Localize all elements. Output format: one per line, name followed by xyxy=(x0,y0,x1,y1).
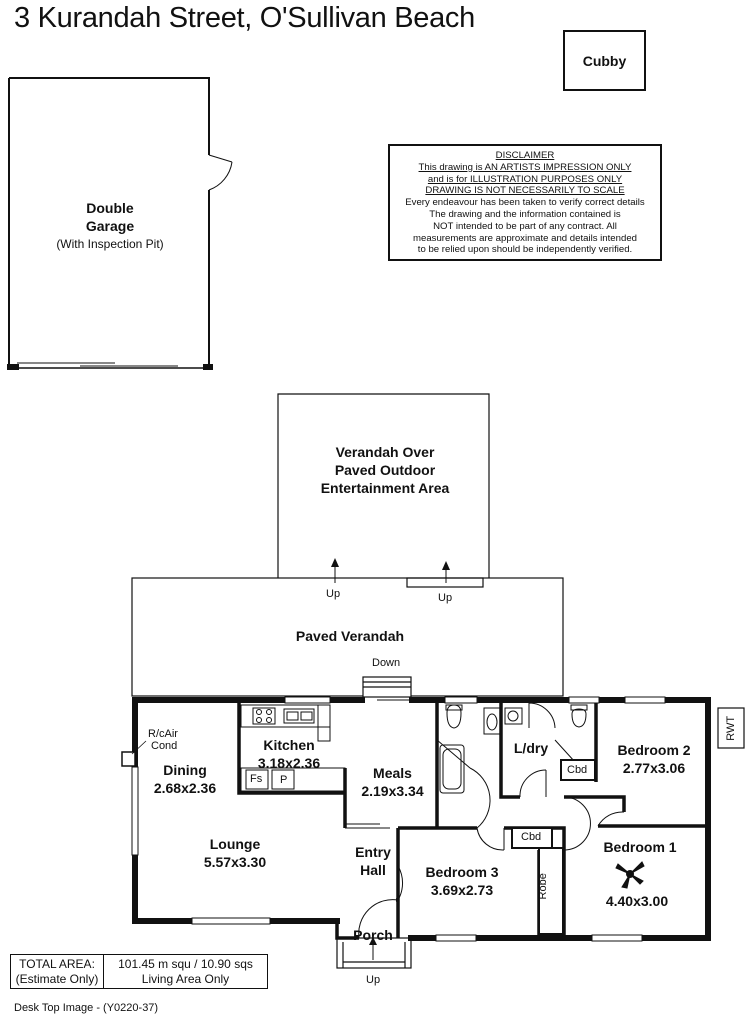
room-label-dining: Dining 2.68x2.36 xyxy=(140,761,230,797)
rcair-unit xyxy=(121,751,136,767)
room-label-bedroom2: Bedroom 2 2.77x3.06 xyxy=(604,741,704,777)
p-label: P xyxy=(280,774,288,786)
rcair-label: R/cAir Cond xyxy=(148,728,178,752)
room-label-kitchen: Kitchen 3.18x2.36 xyxy=(244,736,334,772)
room-label-ldry: L/dry xyxy=(503,739,559,757)
robe-label: Robe xyxy=(536,873,549,900)
page-title: 3 Kurandah Street, O'Sullivan Beach xyxy=(14,2,475,34)
dining-size: 2.68x2.36 xyxy=(153,780,217,796)
door-swings xyxy=(358,699,625,939)
garage-line1: Double xyxy=(86,200,134,216)
total-area-label1: TOTAL AREA: xyxy=(19,957,95,971)
total-area-value1: 101.45 m squ / 10.90 sqs xyxy=(118,957,253,971)
meals-name: Meals xyxy=(373,765,412,781)
entry-line1: Entry xyxy=(355,844,391,860)
rwt-label: RWT xyxy=(725,715,738,741)
total-area-value2: Living Area Only xyxy=(141,972,230,986)
meals-size: 2.19x3.34 xyxy=(361,783,424,799)
cubby-box: Cubby xyxy=(563,30,646,91)
room-label-bedroom1-size: 4.40x3.00 xyxy=(587,892,687,910)
up-arrows xyxy=(331,558,450,960)
disclaimer-line: This drawing is AN ARTISTS IMPRESSION ON… xyxy=(418,161,632,173)
room-label-bedroom1: Bedroom 1 xyxy=(590,838,690,856)
disclaimer-line: DRAWING IS NOT NECESSARILY TO SCALE xyxy=(425,185,625,197)
room-label-entry-hall: Entry Hall xyxy=(348,843,398,879)
up-label: Up xyxy=(366,974,381,986)
dining-name: Dining xyxy=(163,762,207,778)
garage-line2: Garage xyxy=(85,218,135,234)
ceiling-fan xyxy=(615,861,645,889)
disclaimer-box: DISCLAIMER This drawing is AN ARTISTS IM… xyxy=(388,144,662,261)
bedroom2-name: Bedroom 2 xyxy=(617,742,691,758)
ldry-name: L/dry xyxy=(513,740,549,756)
bedroom1-name: Bedroom 1 xyxy=(603,839,677,855)
rwt-tank xyxy=(717,707,745,749)
disclaimer-line: to be relied upon should be independentl… xyxy=(417,244,633,256)
room-label-bedroom3: Bedroom 3 3.69x2.73 xyxy=(412,863,512,899)
outdoor-area-outline xyxy=(131,393,564,697)
garage-walls xyxy=(7,77,233,370)
up-label: Up xyxy=(438,592,453,604)
kitchen-fittings xyxy=(240,704,390,829)
entry-line2: Hall xyxy=(360,862,386,878)
bedroom3-size: 3.69x2.73 xyxy=(430,882,494,898)
room-label-porch: Porch xyxy=(344,926,402,944)
cupboards xyxy=(511,759,596,935)
verandah-over-line2: Paved Outdoor xyxy=(334,462,436,478)
windows xyxy=(131,696,666,942)
footer-text: Desk Top Image - (Y0220-37) xyxy=(14,1002,159,1014)
up-label: Up xyxy=(326,588,341,600)
kitchen-name: Kitchen xyxy=(263,737,315,753)
room-label-meals: Meals 2.19x3.34 xyxy=(350,764,435,800)
bedroom3-name: Bedroom 3 xyxy=(425,864,499,880)
cbd-label: Cbd xyxy=(521,831,542,843)
disclaimer-line: and is for ILLUSTRATION PURPOSES ONLY xyxy=(427,173,623,185)
disclaimer-line: NOT intended to be part of any contract.… xyxy=(433,220,617,232)
total-area-label2: (Estimate Only) xyxy=(15,972,99,986)
porch-outline xyxy=(336,937,412,969)
room-label-garage: Double Garage (With Inspection Pit) xyxy=(20,199,200,253)
paved-verandah-label: Paved Verandah xyxy=(295,628,405,644)
porch-name: Porch xyxy=(353,927,393,943)
garage-line3: (With Inspection Pit) xyxy=(56,237,164,251)
room-label-paved-verandah: Paved Verandah xyxy=(250,627,450,645)
bedroom1-size: 4.40x3.00 xyxy=(605,893,669,909)
rcair-line1: R/cAir xyxy=(148,728,178,740)
lounge-name: Lounge xyxy=(209,836,261,852)
down-label: Down xyxy=(372,657,401,669)
total-area-value: 101.45 m squ / 10.90 sqs Living Area Onl… xyxy=(104,955,267,988)
fs-label: Fs xyxy=(250,773,263,785)
total-area-box: TOTAL AREA: (Estimate Only) 101.45 m squ… xyxy=(10,954,268,989)
bedroom2-size: 2.77x3.06 xyxy=(622,760,686,776)
rcair-line2: Cond xyxy=(151,740,178,752)
verandah-over-line1: Verandah Over xyxy=(335,444,435,460)
kitchen-size: 3.18x2.36 xyxy=(257,755,321,771)
verandah-over-line3: Entertainment Area xyxy=(320,480,450,496)
bathroom-fittings xyxy=(439,704,588,794)
disclaimer-line: The drawing and the information containe… xyxy=(429,208,621,220)
disclaimer-line: Every endeavour has been taken to verify… xyxy=(405,197,645,209)
disclaimer-heading: DISCLAIMER xyxy=(495,150,555,161)
cbd-label: Cbd xyxy=(567,764,588,776)
cubby-label: Cubby xyxy=(582,52,627,69)
total-area-label: TOTAL AREA: (Estimate Only) xyxy=(11,955,104,988)
disclaimer-line: measurements are approximate and details… xyxy=(413,232,637,244)
lounge-size: 5.57x3.30 xyxy=(203,854,267,870)
room-label-lounge: Lounge 5.57x3.30 xyxy=(180,835,290,871)
down-steps xyxy=(362,676,412,698)
room-label-verandah-over: Verandah Over Paved Outdoor Entertainmen… xyxy=(290,443,480,497)
